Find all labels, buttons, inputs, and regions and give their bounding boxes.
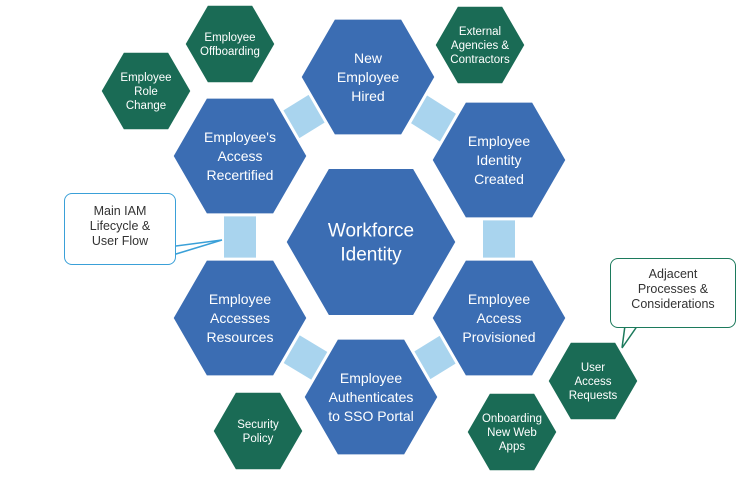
hex-external-agencies-label-line: Agencies & — [451, 40, 510, 52]
callout-main-iam-lifecycle: Main IAM Lifecycle & User Flow — [64, 193, 176, 265]
hex-employee-offboarding-shape — [182, 2, 278, 86]
hex-employee-accesses-resources-shape — [170, 257, 310, 379]
hex-employee-role-change-shape — [98, 49, 194, 133]
hex-security-policy-shape — [210, 389, 306, 473]
hex-onboarding-new-web-apps-shape — [464, 390, 560, 474]
hex-employee-access-recertified-label-line: Access — [217, 148, 262, 164]
hex-user-access-requests-label-line: Access — [574, 376, 611, 388]
hex-employee-access-provisioned-label-line: Provisioned — [462, 329, 535, 345]
hex-user-access-requests-label-line: Requests — [569, 390, 618, 402]
hex-onboarding-new-web-apps-label-line: Onboarding — [482, 413, 542, 425]
hex-external-agencies-label-line: External — [459, 26, 501, 38]
hex-external-agencies-shape — [432, 3, 528, 87]
callout-adjacent-line-3: Considerations — [631, 297, 715, 311]
hex-user-access-requests-label-line: User — [581, 362, 605, 374]
hex-employee-identity-created-label-line: Identity — [476, 152, 521, 168]
hex-security-policy-label-line: Policy — [243, 433, 274, 445]
hex-employee-access-recertified-shape — [170, 95, 310, 217]
hex-new-employee-hired-label-line: Hired — [351, 88, 384, 104]
hex-workforce-identity-label-line: Identity — [340, 245, 402, 266]
hex-onboarding-new-web-apps-label-line: New Web — [487, 427, 537, 439]
hex-employee-authenticates-sso-label-line: Authenticates — [329, 389, 414, 405]
hex-employee-accesses-resources-label-line: Resources — [207, 329, 274, 345]
hex-workforce-identity-label-line: Workforce — [328, 221, 414, 242]
hex-external-agencies-label-line: Contractors — [450, 54, 510, 66]
hex-new-employee-hired-label-line: Employee — [337, 69, 399, 85]
callout-main-line-1: Main IAM — [93, 204, 147, 218]
hex-employee-authenticates-sso-shape — [301, 336, 441, 458]
hex-onboarding-new-web-apps-label-line: Apps — [499, 441, 525, 453]
hex-employee-identity-created-label-line: Employee — [468, 133, 530, 149]
hex-employee-access-recertified-label-line: Employee's — [204, 129, 276, 145]
hex-employee-access-provisioned-shape — [429, 257, 569, 379]
callout-adjacent-line-2: Processes & — [637, 282, 709, 296]
hex-employee-identity-created-shape — [429, 99, 569, 221]
hex-workforce-identity-shape — [283, 166, 459, 318]
hex-employee-identity-created-label-line: Created — [474, 171, 524, 187]
hex-employee-role-change-label-line: Change — [126, 100, 166, 112]
hex-employee-accesses-resources-label-line: Accesses — [210, 310, 270, 326]
hex-security-policy-label-line: Security — [237, 419, 279, 431]
hex-new-employee-hired-shape — [298, 16, 438, 138]
hex-new-employee-hired-label-line: New — [354, 50, 383, 66]
hex-employee-authenticates-sso-label-line: to SSO Portal — [328, 408, 414, 424]
hex-employee-access-recertified-label-line: Recertified — [207, 167, 274, 183]
hex-employee-role-change-label-line: Role — [134, 86, 158, 98]
hex-employee-authenticates-sso-label-line: Employee — [340, 370, 402, 386]
hex-employee-role-change-label-line: Employee — [120, 72, 171, 84]
hex-employee-offboarding-label-line: Offboarding — [200, 46, 260, 58]
callout-main-line-3: User Flow — [91, 234, 149, 248]
callout-main-line-2: Lifecycle & — [89, 219, 151, 233]
hex-employee-access-provisioned-label-line: Employee — [468, 291, 530, 307]
callout-adjacent-line-1: Adjacent — [648, 267, 698, 281]
hex-employee-accesses-resources-label-line: Employee — [209, 291, 271, 307]
hex-employee-access-provisioned-label-line: Access — [476, 310, 521, 326]
hex-employee-offboarding-label-line: Employee — [204, 32, 255, 44]
callout-adjacent-processes: Adjacent Processes & Considerations — [610, 258, 736, 328]
hex-user-access-requests-shape — [545, 339, 641, 423]
